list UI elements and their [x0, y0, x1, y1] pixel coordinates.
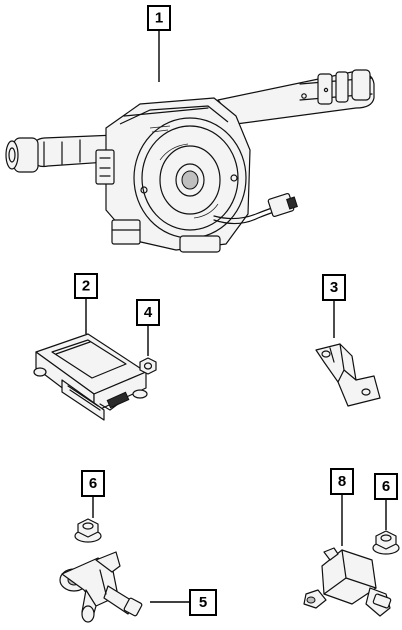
callout-6-left: 6 [81, 470, 105, 497]
callout-3: 3 [322, 274, 346, 301]
impact-sensor-part-5 [60, 552, 142, 622]
side-impact-sensor-part-8 [304, 548, 391, 616]
callout-2: 2 [74, 273, 98, 299]
callout-3-label: 3 [330, 279, 338, 296]
callout-5-label: 5 [199, 594, 207, 611]
callout-8-label: 8 [338, 473, 346, 490]
callout-2-label: 2 [82, 278, 90, 295]
mounting-bracket-part-3 [316, 344, 380, 406]
callout-8: 8 [330, 468, 354, 495]
flange-nut-right [373, 531, 399, 554]
callout-1: 1 [147, 5, 171, 31]
callout-6-right-label: 6 [382, 478, 390, 495]
hex-nut-part-4 [140, 358, 156, 374]
airbag-control-module [34, 334, 147, 420]
callout-6-right: 6 [374, 473, 398, 500]
callout-6-left-label: 6 [89, 475, 97, 492]
callout-1-label: 1 [155, 10, 163, 27]
callout-4: 4 [136, 299, 160, 326]
callout-5: 5 [189, 589, 217, 616]
multifunction-switch-assembly [6, 70, 374, 252]
callout-4-label: 4 [144, 304, 153, 321]
flange-nut-left [75, 519, 101, 542]
